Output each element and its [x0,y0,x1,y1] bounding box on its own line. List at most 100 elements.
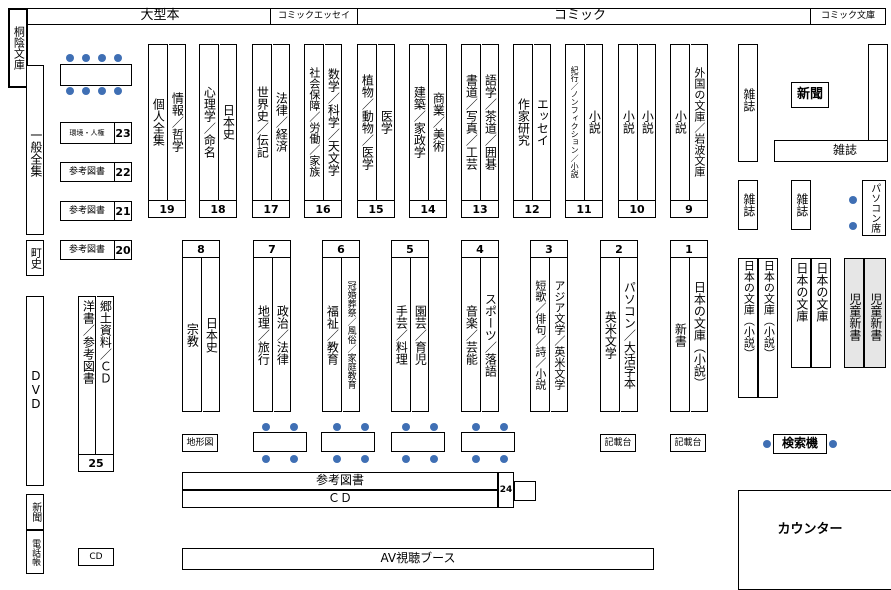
shelf-12-num: 12 [513,200,551,218]
nihon-bunko-shelf-1 [738,258,758,398]
shelf-divider [376,44,378,200]
ref-21-label: 参考図書 [68,205,105,216]
seat-dot [472,455,480,463]
seat-dot [361,423,369,431]
seat-dot [430,455,438,463]
seat-dot [430,423,438,431]
shelf-divider [480,44,482,200]
shelf-7-col1: 地理／旅行 [256,305,271,365]
zasshi-3-label: 雑誌 [741,193,756,217]
pc-dot [849,222,857,230]
shelf-10-col1: 小説 [621,110,636,134]
shelf-14-num: 14 [409,200,447,218]
seat-dot [262,423,270,431]
shelf-24-num: 24 [498,472,514,508]
ref-21-num: 21 [114,201,132,221]
shelf-17-col1: 世界史／伝記 [255,86,270,158]
seat-dot [82,87,90,95]
pc-dot [849,196,857,204]
seat-dot [361,455,369,463]
zasshi-4-label: 雑誌 [794,193,809,217]
nihon-bunko-1-label: 日本の文庫（小説） [742,260,756,359]
left-wall-choshi [26,240,44,276]
shelf-15-num: 15 [357,200,395,218]
shelf-divider [584,44,586,200]
cd-shelf [182,490,498,508]
shelf-17-num: 17 [252,200,290,218]
denwacho-label: 電話帳 [30,538,41,566]
seat-dot [262,455,270,463]
reading-table [391,432,445,452]
ref-20-label: 参考図書 [68,244,105,255]
kiritoin-bunko-shelf [8,8,28,88]
jido-shinsho-shelf-1 [844,258,864,368]
nihon-bunko-shelf-2 [758,258,778,398]
seat-dot [66,54,74,62]
shelf-25-num: 25 [78,454,114,472]
shelf-8-col1: 宗教 [185,323,200,347]
shelf-divider [689,44,691,200]
seat-dot [500,423,508,431]
seat-dot [114,54,122,62]
shelf-19-col2: 情報／哲学 [170,92,185,152]
shelf-9-num: 9 [670,200,708,218]
shelf-25-divider [95,296,97,454]
shelf-divider [201,258,203,412]
zasshi-shelf-1 [738,44,758,162]
shelf-2-col2: パソコン／大活字本 [622,281,637,389]
shelf-14-col1: 建築／家政学 [412,86,427,158]
shinbun-box [791,82,829,108]
comic-essay-box [270,8,358,25]
shelf-13-col2: 語学／茶道／囲碁 [483,74,498,170]
shelf-19-num: 19 [148,200,186,218]
shelf-9-col1: 小説 [673,110,688,134]
shelf-25-col2: 郷土資料／ＣＤ [98,300,113,384]
shelf-24-ext [514,481,536,501]
shelf-18-col1: 心理学／命名 [202,86,217,158]
seat-dot [500,455,508,463]
seat-dot [472,423,480,431]
shelf-divider [637,44,639,200]
shelf-19-col1: 個人全集 [151,98,166,146]
comic-bunko-box [810,8,886,25]
shelf-3-col2: アジア文学／英米文学 [552,280,566,390]
nihon-bunko-shelf-4 [811,258,831,368]
shelf-3-num: 3 [530,240,568,258]
jido-shinsho-2-label: 児童新書 [868,293,883,341]
shelf-15-col2: 医学 [379,110,394,134]
shelf-3-col1: 短歌／俳句／詩／小説 [533,280,547,390]
kisaidai-label-2: 記載台 [674,437,702,448]
kensakuki-box [773,434,827,454]
shelf-11-num: 11 [565,200,603,218]
shelf-2-num: 2 [600,240,638,258]
shelf-1-num: 1 [670,240,708,258]
cd-row-label: ＣＤ [327,491,352,506]
comic-label: コミック [553,8,606,24]
shelf-14-col2: 商業／美術 [431,92,446,152]
jido-shinsho-1-label: 児童新書 [847,293,862,341]
kisaidai-label-1: 記載台 [604,437,632,448]
shelf-8-col2: 日本史 [204,317,219,353]
left-wall-shinbun [26,494,44,530]
shelf-18-num: 18 [199,200,237,218]
zasshi-l-shelf-h [774,140,888,162]
shelf-divider [218,44,220,200]
ref-22-num: 22 [114,162,132,182]
shelf-10-num: 10 [618,200,656,218]
shelf-5-col2: 園芸／育児 [413,305,428,365]
shelf-6-col2: 冠婚葬祭／風俗／家庭教育 [345,281,356,389]
comic-bunko-label: コミック文庫 [820,11,875,22]
shelf-11-col1: 紀行／ノンフィクション／小説 [570,66,580,178]
sanko-tosho-label: 参考図書 [315,473,364,488]
zasshi-shelf-3 [738,180,758,230]
shelf-divider [271,44,273,200]
counter [738,490,891,590]
av-booth [182,548,654,570]
shelf-divider [323,44,325,200]
seat-dot [98,87,106,95]
chikeizu-box [182,434,218,452]
shelf-divider [167,44,169,200]
shelf-divider [480,258,482,412]
ref-20-num: 20 [114,240,132,260]
shelf-7-col2: 政治／法律 [275,305,290,365]
